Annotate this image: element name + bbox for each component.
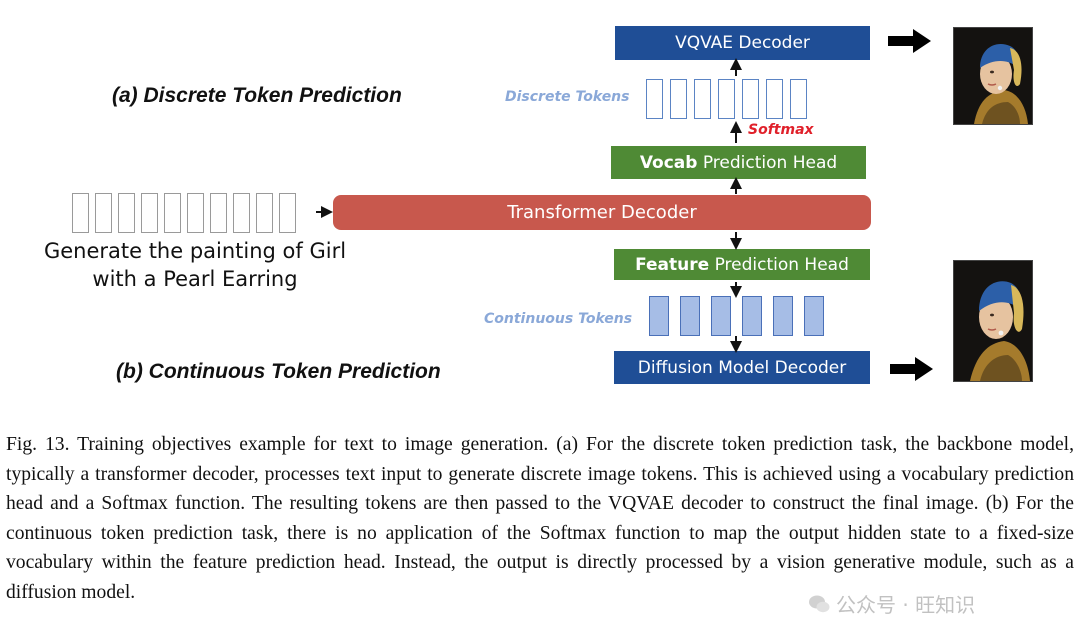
prompt-token	[118, 193, 135, 233]
continuous-token	[742, 296, 762, 336]
prompt-token	[233, 193, 250, 233]
discrete-token	[670, 79, 687, 119]
wechat-icon	[809, 595, 830, 612]
continuous-token	[711, 296, 731, 336]
big-arrow-diffusion-to-image	[890, 357, 933, 381]
prompt-token	[164, 193, 181, 233]
continuous-token-row	[649, 296, 824, 336]
discrete-token	[718, 79, 735, 119]
transformer-decoder-box: Transformer Decoder	[333, 195, 871, 230]
prompt-token	[279, 193, 296, 233]
girl-pearl-earring-image-b	[953, 260, 1033, 382]
prompt-token	[187, 193, 204, 233]
vocab-prediction-head-box: Vocab Prediction Head	[611, 146, 866, 179]
continuous-token	[773, 296, 793, 336]
watermark: 公众号 · 旺知识	[808, 589, 975, 618]
prompt-token-row	[72, 193, 296, 233]
vocab-head-bold: Vocab	[639, 152, 698, 173]
discrete-token	[766, 79, 783, 119]
prompt-line-2: with a Pearl Earring	[92, 267, 298, 291]
prompt-token	[95, 193, 112, 233]
prompt-token	[256, 193, 273, 233]
heading-continuous: (b) Continuous Token Prediction	[116, 360, 441, 383]
feature-head-rest: Prediction Head	[709, 254, 849, 275]
discrete-token	[646, 79, 663, 119]
prompt-token	[141, 193, 158, 233]
continuous-token	[804, 296, 824, 336]
discrete-tokens-label: Discrete Tokens	[505, 89, 630, 105]
feature-head-bold: Feature	[635, 254, 710, 275]
discrete-token	[694, 79, 711, 119]
big-arrow-vqvae-to-image	[888, 29, 931, 53]
continuous-token	[649, 296, 669, 336]
diffusion-model-decoder-box: Diffusion Model Decoder	[614, 351, 870, 384]
discrete-token	[790, 79, 807, 119]
discrete-token-row	[646, 79, 807, 119]
prompt-token	[210, 193, 227, 233]
prompt-text: Generate the painting of Girl with a Pea…	[30, 237, 360, 293]
prompt-token	[72, 193, 89, 233]
discrete-token	[742, 79, 759, 119]
continuous-tokens-label: Continuous Tokens	[484, 311, 633, 327]
softmax-label: Softmax	[748, 122, 814, 138]
watermark-text: 公众号 · 旺知识	[836, 593, 976, 617]
connector-arrows	[316, 29, 933, 381]
prompt-line-1: Generate the painting of Girl	[43, 239, 347, 263]
vqvae-decoder-box: VQVAE Decoder	[615, 26, 870, 60]
vocab-head-rest: Prediction Head	[697, 152, 838, 173]
feature-prediction-head-box: Feature Prediction Head	[614, 249, 870, 280]
heading-discrete: (a) Discrete Token Prediction	[112, 84, 402, 107]
continuous-token	[680, 296, 700, 336]
girl-pearl-earring-image-a	[953, 27, 1033, 125]
figure-caption: Fig. 13. Training objectives example for…	[6, 434, 1074, 603]
